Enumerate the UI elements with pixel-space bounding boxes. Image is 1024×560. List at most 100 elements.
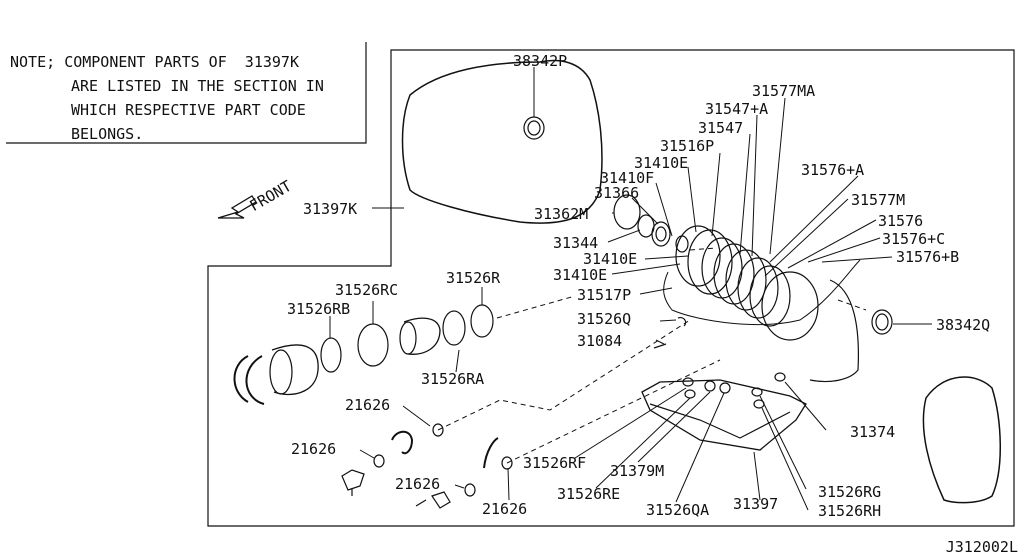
seal-31526rc <box>357 323 389 367</box>
bolt-1 <box>341 469 365 496</box>
oring-31379m <box>704 380 716 392</box>
piston-2-face <box>399 321 417 355</box>
part-label-31576c[interactable]: 31576+C <box>882 230 946 248</box>
case-right <box>809 279 859 383</box>
clutch-31410e <box>675 225 721 287</box>
part-label-38342p[interactable]: 38342P <box>513 52 568 70</box>
part-label-31410e-b[interactable]: 31410E <box>583 250 638 268</box>
part-label-31526rg[interactable]: 31526RG <box>818 483 882 501</box>
snap-ring-2 <box>245 355 265 405</box>
part-label-31547a[interactable]: 31547+A <box>705 100 769 118</box>
pipe-2 <box>483 437 499 469</box>
pipe-1 <box>391 430 414 455</box>
part-label-31410f[interactable]: 31410F <box>600 169 655 187</box>
ring-31362m <box>613 194 641 230</box>
part-label-31577m[interactable]: 31577M <box>851 191 906 209</box>
part-label-31397k[interactable]: 31397K <box>303 200 358 218</box>
note-box <box>6 42 367 144</box>
dash-5 <box>689 247 717 251</box>
part-label-31526r[interactable]: 31526R <box>446 269 501 287</box>
part-label-21626-b[interactable]: 21626 <box>291 440 337 458</box>
ring-31366-inner <box>655 226 667 242</box>
part-label-31526rh[interactable]: 31526RH <box>818 502 882 520</box>
part-label-31576b[interactable]: 31576+B <box>896 248 960 266</box>
piston-1 <box>271 344 319 396</box>
note-text: NOTE; COMPONENT PARTS OF 31397K ARE LIST… <box>10 50 324 146</box>
gasket-outline <box>401 59 603 224</box>
pin-31084 <box>653 343 667 349</box>
oring-31526re <box>684 389 696 399</box>
dash-1 <box>496 295 576 319</box>
part-label-21626-c[interactable]: 21626 <box>395 475 441 493</box>
part-label-31397[interactable]: 31397 <box>733 495 779 513</box>
dash-4 <box>837 299 867 311</box>
oil-seal-38342p-inner <box>527 120 541 136</box>
seal-31526r <box>470 304 494 338</box>
seal-31526ra <box>442 310 466 346</box>
part-label-31084[interactable]: 31084 <box>577 332 623 350</box>
clutch-31547a <box>713 243 755 305</box>
oring-31526rg <box>751 387 763 397</box>
part-label-31526rf[interactable]: 31526RF <box>523 454 587 472</box>
note-line-1: COMPONENT PARTS OF 31397K <box>64 53 299 71</box>
oil-seal-38342p <box>523 116 545 140</box>
bolt-2 <box>415 491 451 509</box>
piston-1-face <box>269 349 293 395</box>
part-label-31410e-a[interactable]: 31410E <box>634 154 689 172</box>
snap-ring <box>233 355 249 403</box>
oil-pan-inner <box>649 403 791 439</box>
section-frame <box>207 49 1015 527</box>
dash-3 <box>506 359 721 464</box>
part-label-31526qa[interactable]: 31526QA <box>646 501 710 519</box>
oil-seal-38342q <box>871 309 893 335</box>
clutch-31516p <box>687 229 733 295</box>
part-label-31547[interactable]: 31547 <box>698 119 744 137</box>
case-outline <box>663 259 861 326</box>
note-prefix: NOTE; <box>10 53 56 71</box>
ring-31366 <box>651 221 671 247</box>
part-label-31362m[interactable]: 31362M <box>534 205 589 223</box>
note-line-3: WHICH RESPECTIVE PART CODE <box>71 101 306 119</box>
washer-21626-b <box>373 454 385 468</box>
part-label-31379m[interactable]: 31379M <box>610 462 665 480</box>
note-line-4: BELONGS. <box>71 125 144 143</box>
part-label-21626-a[interactable]: 21626 <box>345 396 391 414</box>
note-line-2: ARE LISTED IN THE SECTION IN <box>71 77 324 95</box>
part-label-31576a[interactable]: 31576+A <box>801 161 865 179</box>
part-label-31526rc[interactable]: 31526RC <box>335 281 399 299</box>
part-label-38342q[interactable]: 38342Q <box>936 316 991 334</box>
part-label-31526re[interactable]: 31526RE <box>557 485 621 503</box>
part-label-31366[interactable]: 31366 <box>594 184 640 202</box>
drawing-code: J312002L <box>945 538 1018 556</box>
washer-21626-a <box>432 423 444 437</box>
plate-31576b <box>761 271 819 341</box>
seal-31526rb <box>320 337 342 373</box>
oil-pan <box>641 379 807 451</box>
clip-31526q <box>677 317 687 327</box>
rear-cover <box>922 376 1001 504</box>
clutch-31577m <box>749 265 791 327</box>
dash-2 <box>437 319 691 431</box>
part-label-31374[interactable]: 31374 <box>850 423 896 441</box>
part-label-31410e-c[interactable]: 31410E <box>553 266 608 284</box>
piston-2 <box>403 317 441 355</box>
part-label-31517p[interactable]: 31517P <box>577 286 632 304</box>
part-label-31526rb[interactable]: 31526RB <box>287 300 351 318</box>
oil-seal-38342q-inner <box>875 313 889 331</box>
part-label-31577ma[interactable]: 31577MA <box>752 82 816 100</box>
part-label-31516p[interactable]: 31516P <box>660 137 715 155</box>
clutch-31576a <box>737 257 779 319</box>
oring-31374 <box>774 372 786 382</box>
washer-21626-d <box>501 456 513 470</box>
part-label-31526q[interactable]: 31526Q <box>577 310 632 328</box>
part-label-31344[interactable]: 31344 <box>553 234 599 252</box>
oring-31526rf <box>682 377 694 387</box>
part-label-31576[interactable]: 31576 <box>878 212 924 230</box>
washer-21626-c <box>464 483 476 497</box>
part-label-31526ra[interactable]: 31526RA <box>421 370 485 388</box>
front-arrow-icon <box>217 195 257 219</box>
oring-31526qa <box>719 382 731 394</box>
part-label-21626-d[interactable]: 21626 <box>482 500 528 518</box>
clutch-31577ma <box>725 249 767 311</box>
